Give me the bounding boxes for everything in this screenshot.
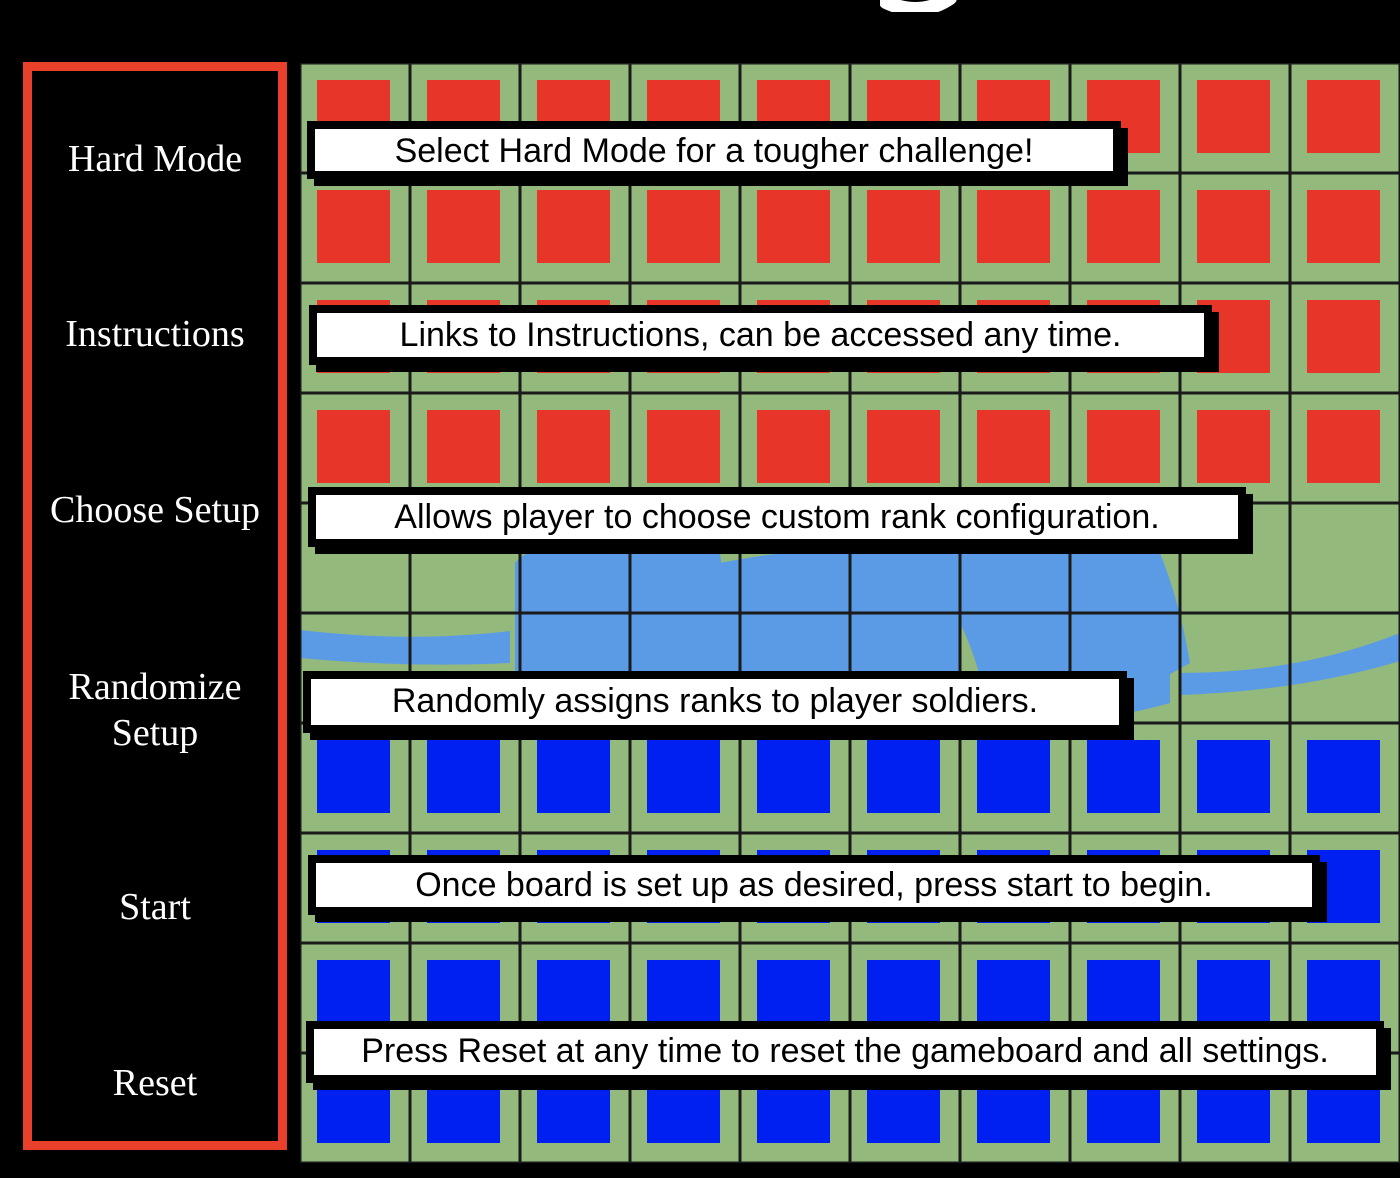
blue-piece[interactable] [537, 960, 610, 1033]
blue-piece[interactable] [1197, 960, 1270, 1033]
randomize-setup-button[interactable]: Randomize Setup [68, 666, 242, 754]
red-piece[interactable] [1087, 190, 1160, 263]
blue-piece[interactable] [427, 740, 500, 813]
red-piece[interactable] [867, 410, 940, 483]
red-piece[interactable] [537, 190, 610, 263]
red-piece[interactable] [1307, 410, 1380, 483]
red-piece[interactable] [757, 410, 830, 483]
blue-piece[interactable] [317, 960, 390, 1033]
blue-piece[interactable] [1087, 960, 1160, 1033]
game-board[interactable] [300, 63, 1400, 1163]
instructions-button[interactable]: Instructions [65, 313, 245, 355]
red-piece[interactable] [1197, 80, 1270, 153]
blue-piece[interactable] [757, 960, 830, 1033]
blue-piece[interactable] [317, 740, 390, 813]
blue-piece[interactable] [1307, 960, 1380, 1033]
red-piece[interactable] [537, 410, 610, 483]
red-piece[interactable] [647, 410, 720, 483]
blue-piece[interactable] [867, 960, 940, 1033]
tooltip-randomize-setup: Randomly assigns ranks to player soldier… [303, 671, 1127, 733]
blue-piece[interactable] [1087, 740, 1160, 813]
tooltip-start: Once board is set up as desired, press s… [308, 855, 1320, 915]
start-button[interactable]: Start [119, 886, 191, 928]
red-piece[interactable] [317, 410, 390, 483]
red-piece[interactable] [317, 190, 390, 263]
blue-piece[interactable] [1307, 740, 1380, 813]
title-fragment [879, 0, 960, 17]
hard-mode-button[interactable]: Hard Mode [67, 138, 243, 180]
red-piece[interactable] [977, 410, 1050, 483]
blue-piece[interactable] [977, 960, 1050, 1033]
blue-piece[interactable] [977, 740, 1050, 813]
red-piece[interactable] [1197, 410, 1270, 483]
menu-panel: Hard Mode Instructions Choose Setup Rand… [23, 62, 287, 1150]
blue-piece[interactable] [1197, 740, 1270, 813]
blue-piece[interactable] [537, 740, 610, 813]
blue-piece[interactable] [867, 740, 940, 813]
red-piece[interactable] [757, 190, 830, 263]
tooltip-reset: Press Reset at any time to reset the gam… [306, 1021, 1384, 1083]
choose-setup-button[interactable]: Choose Setup [49, 489, 261, 531]
red-piece[interactable] [427, 410, 500, 483]
red-piece[interactable] [1307, 190, 1380, 263]
blue-piece[interactable] [757, 740, 830, 813]
blue-piece[interactable] [647, 740, 720, 813]
red-piece[interactable] [647, 190, 720, 263]
reset-button[interactable]: Reset [112, 1062, 198, 1104]
red-piece[interactable] [1307, 300, 1380, 373]
tooltip-choose-setup: Allows player to choose custom rank conf… [308, 487, 1246, 547]
red-piece[interactable] [977, 190, 1050, 263]
red-piece[interactable] [1197, 190, 1270, 263]
blue-piece[interactable] [647, 960, 720, 1033]
red-piece[interactable] [867, 190, 940, 263]
tooltip-hard-mode: Select Hard Mode for a tougher challenge… [307, 121, 1121, 179]
red-piece[interactable] [1087, 410, 1160, 483]
red-piece[interactable] [1307, 80, 1380, 153]
board-canvas [300, 63, 1400, 1163]
blue-piece[interactable] [427, 960, 500, 1033]
red-piece[interactable] [427, 190, 500, 263]
tooltip-instructions: Links to Instructions, can be accessed a… [309, 305, 1212, 365]
